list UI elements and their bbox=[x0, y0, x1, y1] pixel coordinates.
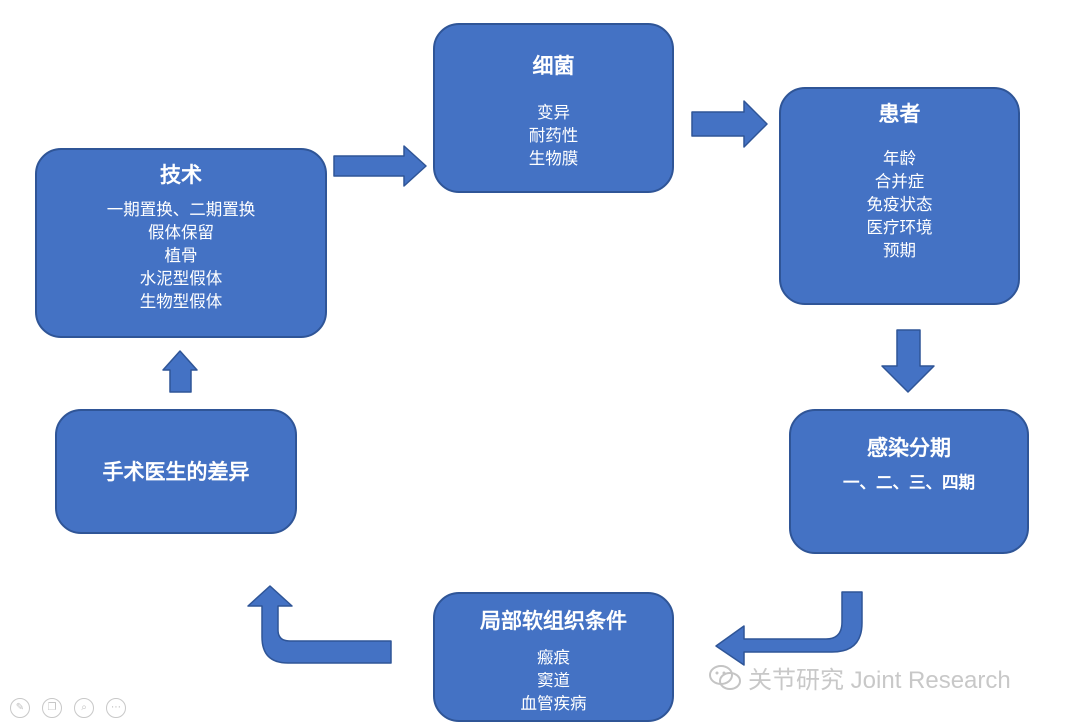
node-patient: 患者 年龄 合并症 免疫状态 医疗环境 预期 bbox=[779, 87, 1020, 305]
node-item: 水泥型假体 bbox=[139, 269, 223, 288]
viewer-toolbar: ✎ ❐ ⌕ ⋯ bbox=[10, 698, 126, 718]
wechat-icon bbox=[709, 664, 741, 690]
arrow-patient-to-staging bbox=[881, 329, 935, 393]
arrow-staging-to-softtissue bbox=[715, 591, 863, 666]
node-title: 细菌 bbox=[532, 54, 575, 78]
node-title: 技术 bbox=[160, 163, 202, 187]
node-technique: 技术 一期置换、二期置换 假体保留 植骨 水泥型假体 生物型假体 bbox=[35, 148, 327, 338]
node-item: 预期 bbox=[883, 241, 916, 260]
node-item: 生物型假体 bbox=[139, 292, 223, 311]
pen-icon[interactable]: ✎ bbox=[10, 698, 30, 718]
node-bacteria: 细菌 变异 耐药性 生物膜 bbox=[433, 23, 674, 193]
node-infection-staging: 感染分期 一、二、三、四期 bbox=[789, 409, 1029, 554]
node-soft-tissue: 局部软组织条件 瘢痕 窦道 血管疾病 bbox=[433, 592, 674, 722]
arrow-bacteria-to-patient bbox=[691, 100, 768, 148]
node-item: 一期置换、二期置换 bbox=[106, 200, 256, 219]
node-item: 耐药性 bbox=[528, 126, 579, 145]
node-item: 合并症 bbox=[874, 172, 925, 191]
node-items: 年龄 合并症 免疫状态 医疗环境 预期 bbox=[781, 147, 1018, 262]
node-item: 变异 bbox=[537, 103, 570, 122]
watermark: 关节研究 Joint Research bbox=[708, 660, 1011, 695]
node-items: 一期置换、二期置换 假体保留 植骨 水泥型假体 生物型假体 bbox=[37, 198, 325, 313]
node-item: 医疗环境 bbox=[866, 218, 933, 237]
arrow-technique-to-bacteria bbox=[333, 145, 427, 187]
node-item: 瘢痕 bbox=[537, 648, 570, 667]
node-item: 血管疾病 bbox=[520, 694, 587, 713]
node-title: 患者 bbox=[878, 102, 921, 126]
node-items: 瘢痕 窦道 血管疾病 bbox=[435, 646, 672, 715]
node-item: 生物膜 bbox=[528, 149, 579, 168]
copy-icon[interactable]: ❐ bbox=[42, 698, 62, 718]
zoom-icon[interactable]: ⌕ bbox=[74, 698, 94, 718]
node-item: 一、二、三、四期 bbox=[843, 473, 975, 492]
node-item: 假体保留 bbox=[148, 223, 214, 242]
watermark-text: 关节研究 Joint Research bbox=[748, 667, 1011, 694]
node-title: 手术医生的差异 bbox=[102, 460, 250, 484]
more-icon[interactable]: ⋯ bbox=[106, 698, 126, 718]
node-item: 年龄 bbox=[883, 149, 916, 168]
arrow-surgeon-to-technique bbox=[162, 350, 198, 393]
node-item: 窦道 bbox=[537, 671, 570, 690]
node-items: 一、二、三、四期 bbox=[791, 471, 1027, 494]
node-title: 局部软组织条件 bbox=[480, 609, 627, 633]
arrow-softtissue-to-surgeon bbox=[247, 585, 392, 664]
node-item: 植骨 bbox=[164, 246, 198, 265]
node-surgeon: 手术医生的差异 bbox=[55, 409, 297, 534]
node-items: 变异 耐药性 生物膜 bbox=[435, 101, 672, 170]
node-item: 免疫状态 bbox=[866, 195, 933, 214]
node-title: 感染分期 bbox=[867, 436, 951, 460]
